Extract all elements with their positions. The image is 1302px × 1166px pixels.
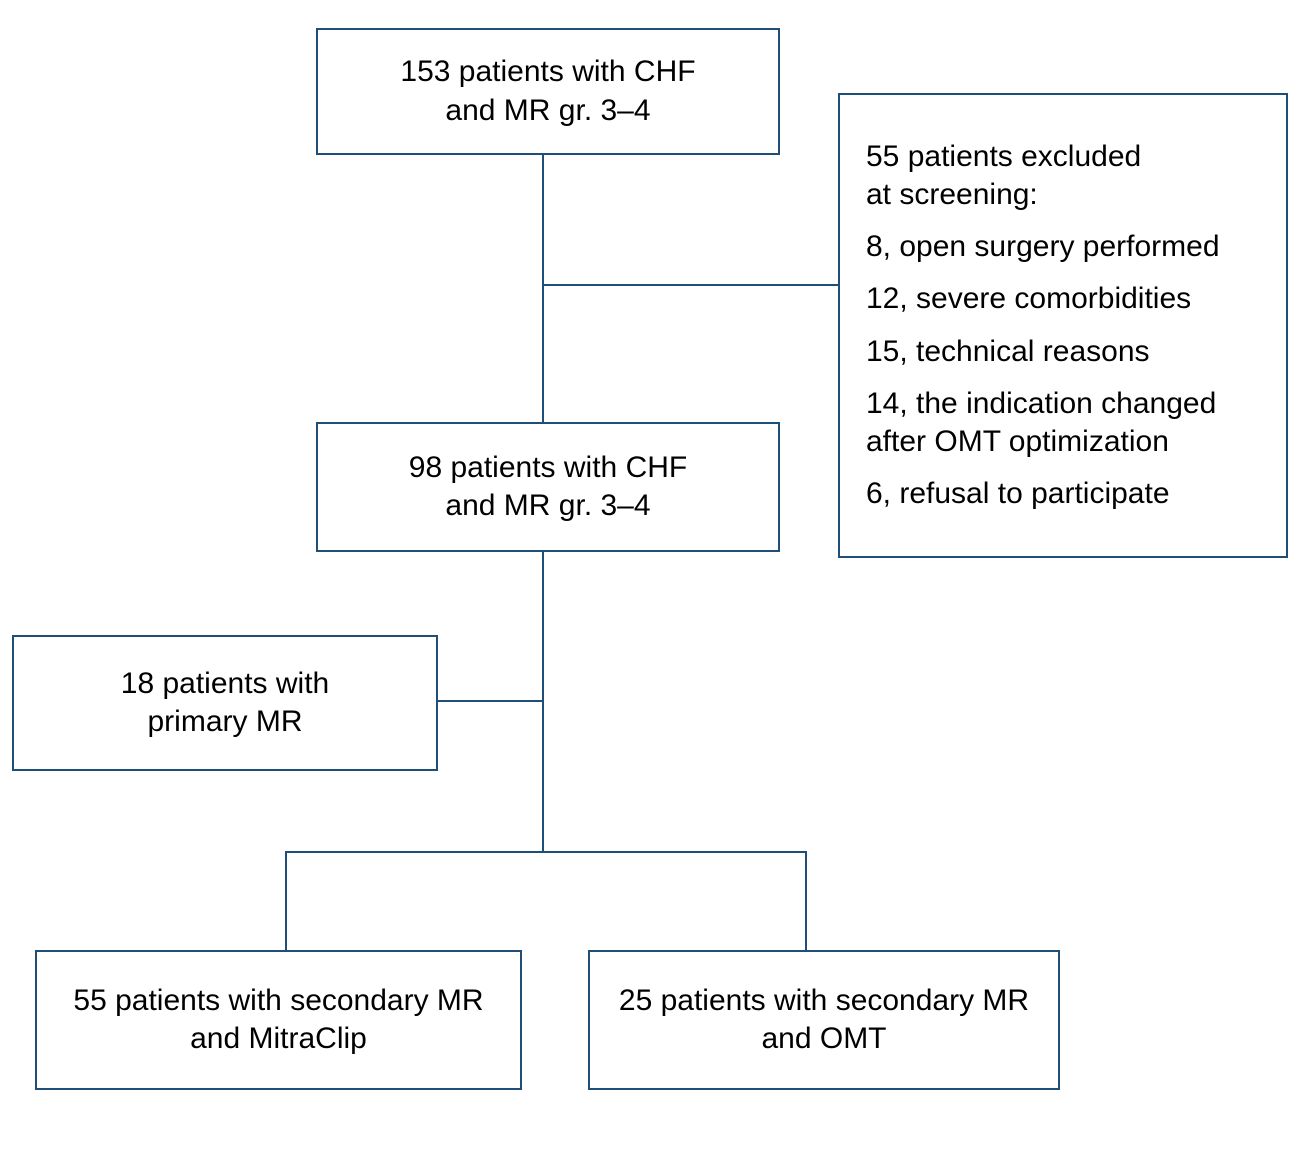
node-enrolled-label: 153 patients with CHF and MR gr. 3–4 xyxy=(400,55,696,127)
connector-drop-omt xyxy=(805,851,807,950)
node-screened[interactable]: 98 patients with CHF and MR gr. 3–4 xyxy=(316,422,780,552)
node-omt[interactable]: 25 patients with secondary MR and OMT xyxy=(588,950,1060,1090)
connector-to-exclusions xyxy=(542,284,840,286)
panel-exclusions[interactable]: 55 patients excluded at screening: 8, op… xyxy=(838,93,1288,558)
connector-split-bar xyxy=(285,851,807,853)
connector-trunk-screened-to-split xyxy=(542,552,544,852)
node-enrolled[interactable]: 153 patients with CHF and MR gr. 3–4 xyxy=(316,28,780,155)
connector-drop-mitraclip xyxy=(285,851,287,950)
node-primary-mr-label: 18 patients with primary MR xyxy=(120,666,330,738)
connector-to-primary-mr xyxy=(437,700,544,702)
exclusion-reason-indication-changed: 14, the indication changed after OMT opt… xyxy=(866,386,1217,458)
exclusions-heading: 55 patients excluded at screening: xyxy=(866,140,1142,212)
exclusion-reason-open-surgery: 8, open surgery performed xyxy=(866,230,1220,264)
node-omt-label: 25 patients with secondary MR and OMT xyxy=(618,983,1030,1055)
exclusion-reason-technical: 15, technical reasons xyxy=(866,334,1150,368)
exclusion-reason-comorbidities: 12, severe comorbidities xyxy=(866,282,1192,316)
node-mitraclip[interactable]: 55 patients with secondary MR and MitraC… xyxy=(35,950,522,1090)
connector-trunk-enrolled-to-screened xyxy=(542,155,544,422)
node-mitraclip-label: 55 patients with secondary MR and MitraC… xyxy=(73,983,484,1055)
exclusion-reason-refusal: 6, refusal to participate xyxy=(866,476,1170,510)
node-primary-mr[interactable]: 18 patients with primary MR xyxy=(12,635,438,771)
node-screened-label: 98 patients with CHF and MR gr. 3–4 xyxy=(408,450,688,522)
